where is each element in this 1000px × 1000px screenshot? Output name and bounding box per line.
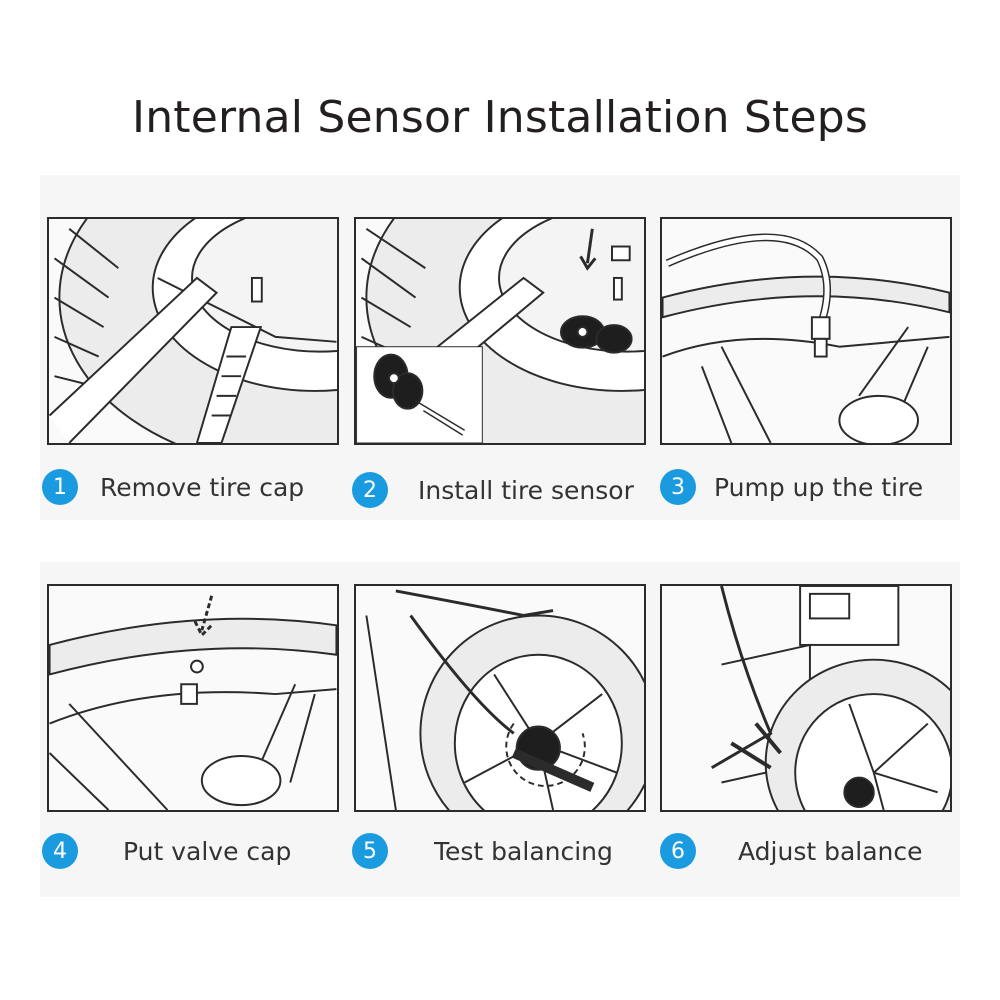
step-5-illustration <box>354 584 646 812</box>
step-2-illustration <box>354 217 646 445</box>
page-title: Internal Sensor Installation Steps <box>132 92 868 143</box>
step-5-label: Test balancing <box>434 836 613 866</box>
step-1-illustration <box>47 217 339 445</box>
step-1-caption: 1 Remove tire cap <box>42 467 304 507</box>
step-3-caption: 3 Pump up the tire <box>660 467 923 507</box>
step-6-caption: 6 Adjust balance <box>660 831 923 871</box>
step-1-number-badge: 1 <box>42 469 78 505</box>
step-3-number-badge: 3 <box>660 469 696 505</box>
step-6-label: Adjust balance <box>738 836 923 866</box>
step-2-caption: 2 Install tire sensor <box>352 470 634 510</box>
step-4-caption: 4 Put valve cap <box>42 831 291 871</box>
step-3-label: Pump up the tire <box>714 472 924 502</box>
step-4-illustration <box>47 584 339 812</box>
step-3-illustration <box>660 217 952 445</box>
step-2-label: Install tire sensor <box>418 475 634 505</box>
step-5-caption: 5 Test balancing <box>352 831 613 871</box>
step-1-label: Remove tire cap <box>100 472 305 502</box>
step-2-number-badge: 2 <box>352 472 388 508</box>
step-4-number-badge: 4 <box>42 833 78 869</box>
step-4-label: Put valve cap <box>123 836 292 866</box>
step-6-illustration <box>660 584 952 812</box>
step-6-number-badge: 6 <box>660 833 696 869</box>
step-5-number-badge: 5 <box>352 833 388 869</box>
